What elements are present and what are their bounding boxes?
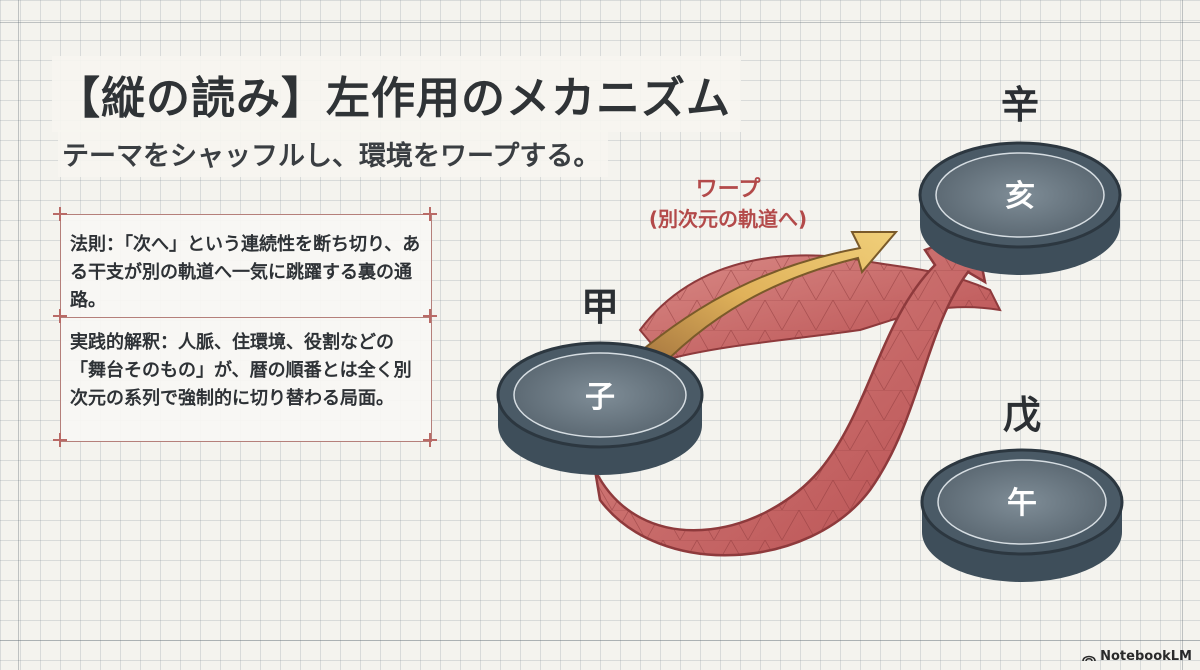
- law-paragraph: 法則：「次へ」という連続性を断ち切り、ある干支が別の軌道へ一気に跳躍する裏の通路…: [70, 234, 421, 311]
- page-title: 【縦の読み】左作用のメカニズム: [52, 56, 741, 132]
- corner-mark-top-right: [423, 207, 437, 221]
- notebooklm-logo-icon: [1082, 655, 1096, 661]
- frame-line-right: [1182, 0, 1183, 670]
- explanation-box: 法則：「次へ」という連続性を断ち切り、ある干支が別の軌道へ一気に跳躍する裏の通路…: [60, 214, 432, 442]
- node-disc-hai: [918, 141, 1122, 275]
- notebooklm-badge: NotebookLM: [1082, 649, 1192, 664]
- stem-label-jia: 甲: [581, 285, 619, 329]
- corner-mark-bottom-right: [423, 433, 437, 447]
- frame-line-top: [0, 22, 1200, 23]
- frame-line-bottom: [0, 640, 1200, 641]
- branch-label-hai: 亥: [1005, 179, 1035, 214]
- frame-line-left: [18, 0, 19, 670]
- stem-label-wu: 戊: [1003, 393, 1041, 437]
- practice-paragraph: 実践的解釈：人脈、住環境、役割などの「舞台そのもの」が、暦の順番とは全く別次元の…: [70, 332, 412, 409]
- corner-mark-bottom-left: [53, 433, 67, 447]
- corner-mark-top-left: [53, 207, 67, 221]
- corner-mark-mid-right: [423, 309, 437, 323]
- box-divider: [61, 317, 431, 318]
- badge-label: NotebookLM: [1100, 649, 1192, 664]
- stem-label-xin: 辛: [1001, 83, 1039, 127]
- node-disc-wu: [920, 448, 1124, 582]
- warp-sublabel: (別次元の軌道へ): [649, 207, 807, 231]
- corner-mark-mid-left: [53, 309, 67, 323]
- node-disc-zi: [496, 341, 704, 475]
- warp-label: ワープ: [696, 177, 762, 202]
- branch-label-zi: 子: [585, 380, 615, 415]
- branch-label-wu: 午: [1007, 486, 1037, 521]
- page-subtitle: テーマをシャッフルし、環境をワープする。: [58, 130, 609, 177]
